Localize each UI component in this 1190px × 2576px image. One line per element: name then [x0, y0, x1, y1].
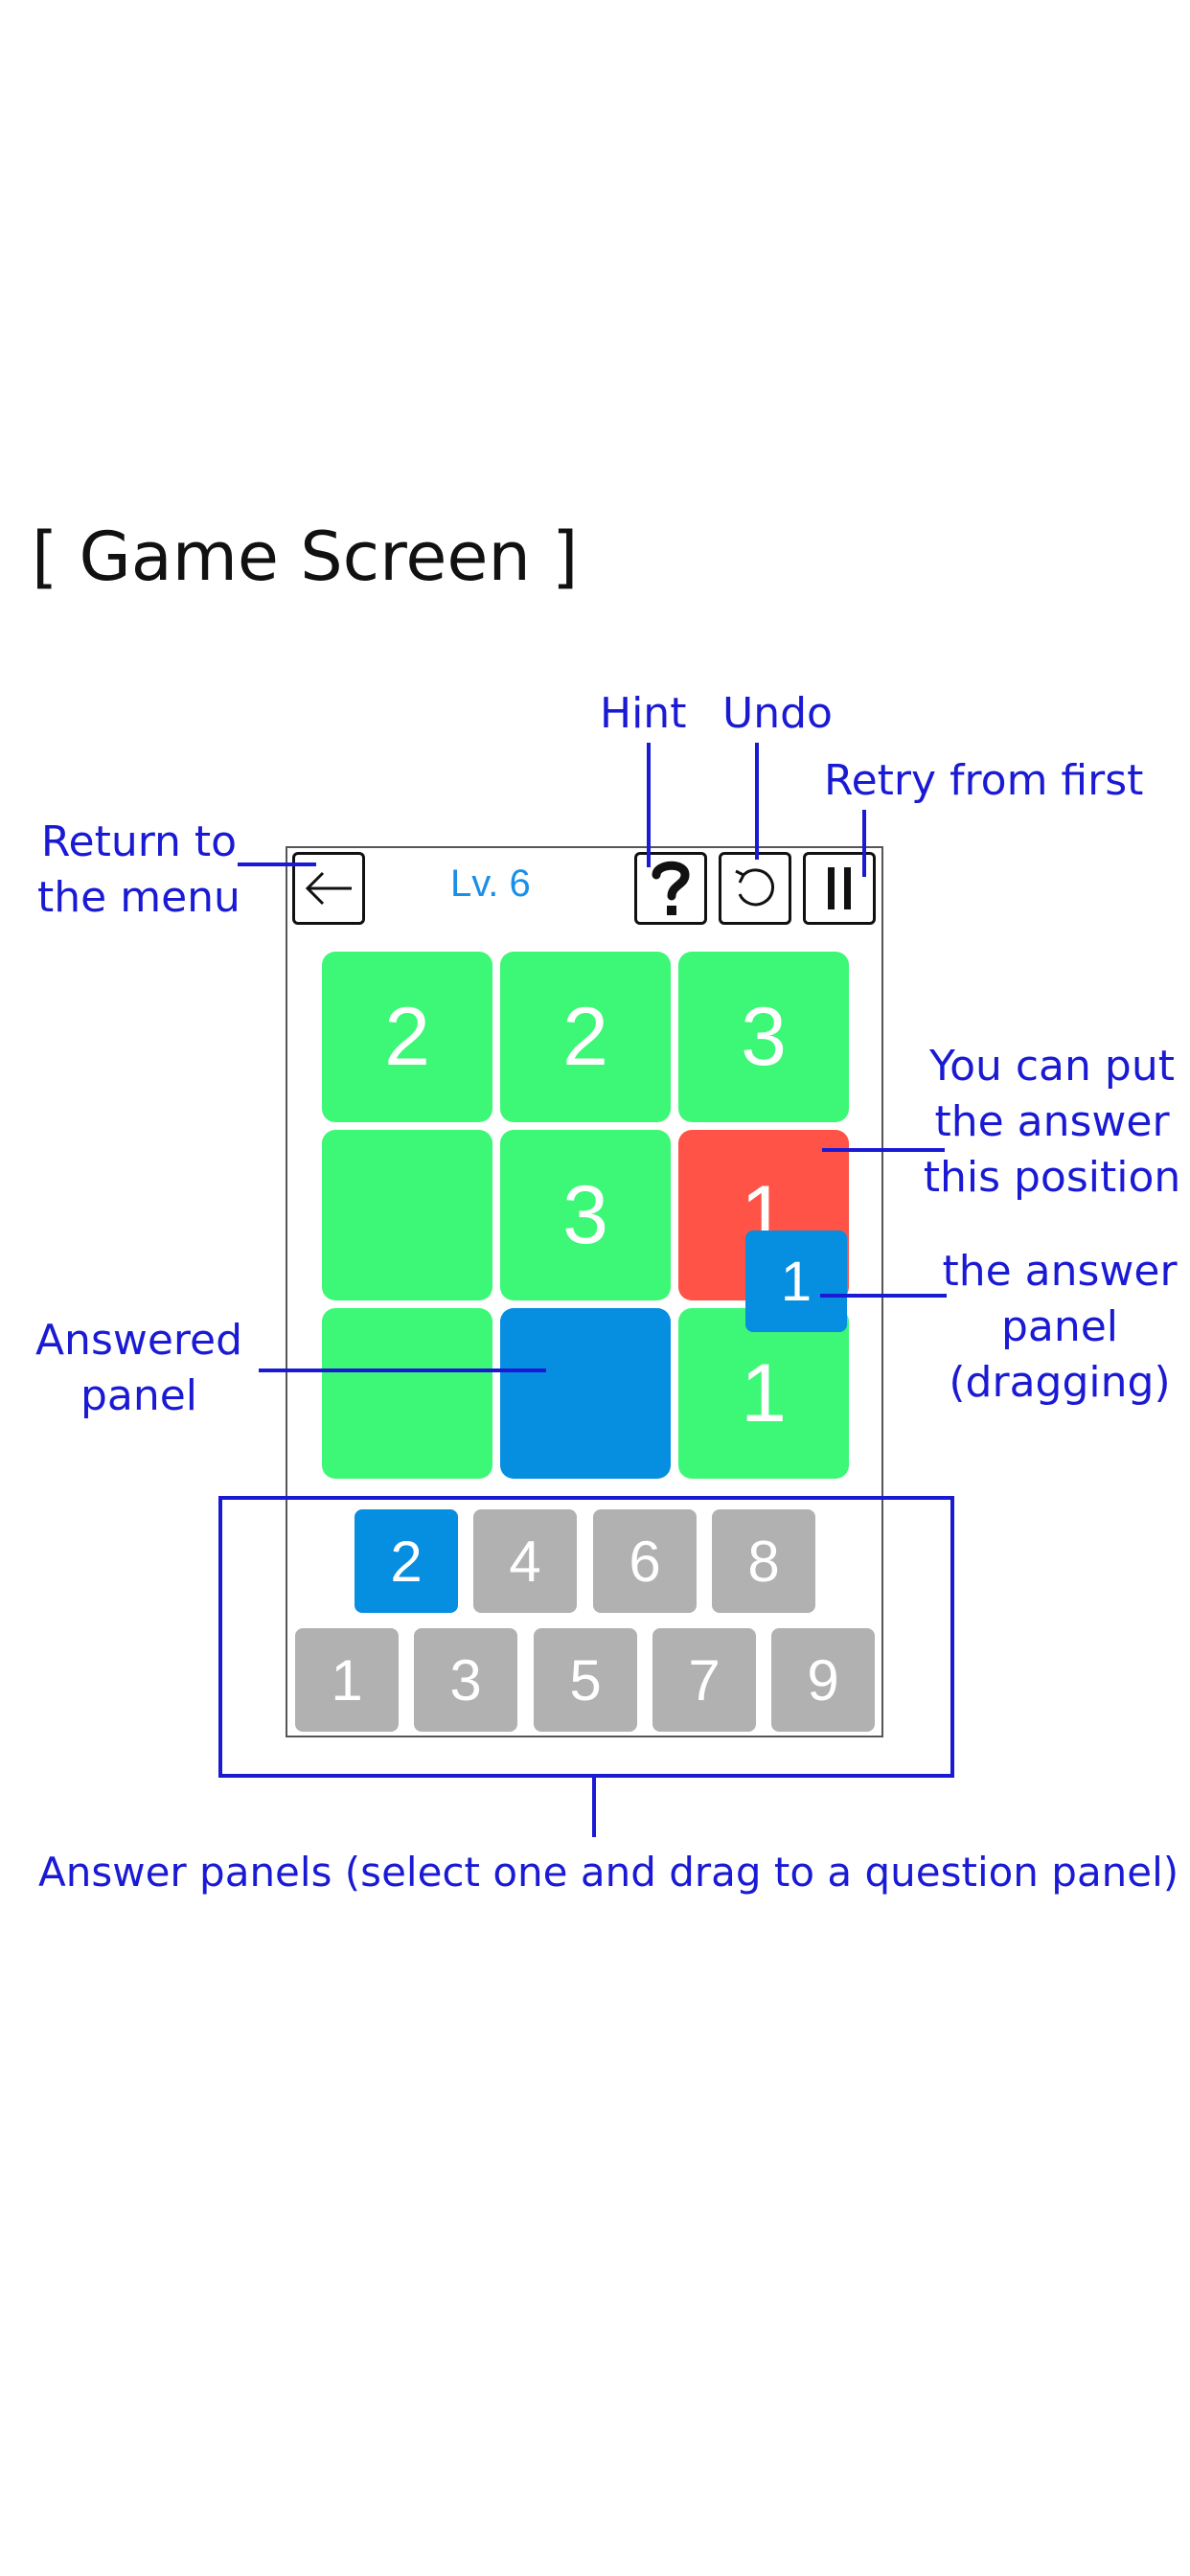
- left-arrow-icon: [305, 871, 352, 906]
- retry-annotation: Retry from first: [824, 756, 1144, 805]
- answered-pointer-line: [259, 1368, 546, 1372]
- hint-pointer-line: [647, 743, 651, 867]
- board-cell[interactable]: 3: [678, 952, 849, 1122]
- return-annotation-line1: Return to: [40, 817, 238, 866]
- board-cell[interactable]: 2: [322, 952, 492, 1122]
- dragging-annotation: the answer panel (dragging): [935, 1244, 1184, 1411]
- level-label: Lv. 6: [450, 862, 531, 905]
- answered-annotation-line1: Answered: [34, 1316, 243, 1365]
- answered-annotation-line2: panel: [80, 1371, 198, 1420]
- board-cell[interactable]: 1: [678, 1308, 849, 1479]
- answer-panels-highlight: [218, 1496, 954, 1778]
- drag-annotation-line3: (dragging): [949, 1358, 1171, 1407]
- drag-pointer-line: [820, 1294, 947, 1298]
- answer-panel[interactable]: 5: [534, 1628, 637, 1732]
- dragging-answer-tile[interactable]: 1: [745, 1230, 847, 1332]
- answer-panel[interactable]: 6: [593, 1509, 697, 1613]
- answers-caption: Answer panels (select one and drag to a …: [38, 1849, 1179, 1896]
- answer-panel[interactable]: 7: [652, 1628, 756, 1732]
- board-cell[interactable]: 2: [500, 952, 671, 1122]
- hint-annotation: Hint: [600, 689, 687, 738]
- page-title: [ Game Screen ]: [32, 518, 579, 596]
- hint-button[interactable]: [634, 852, 707, 925]
- answer-panel[interactable]: 1: [295, 1628, 399, 1732]
- retry-pointer-line: [862, 810, 866, 877]
- question-mark-icon: [652, 861, 690, 915]
- drag-annotation-line1: the answer: [942, 1247, 1178, 1296]
- undo-button[interactable]: [719, 852, 791, 925]
- pause-bars-icon: [828, 867, 851, 909]
- undo-pointer-line: [755, 743, 759, 860]
- answered-annotation: Answered panel: [29, 1313, 249, 1424]
- put-annotation-line2: the answer: [934, 1097, 1170, 1146]
- undo-annotation: Undo: [722, 689, 833, 738]
- board-cell[interactable]: [322, 1308, 492, 1479]
- put-position-annotation: You can put the answer this position: [918, 1039, 1186, 1206]
- board-cell-answered[interactable]: [500, 1308, 671, 1479]
- return-annotation: Return to the menu: [29, 815, 249, 926]
- put-annotation-line3: this position: [923, 1153, 1181, 1202]
- return-annotation-line2: the menu: [37, 873, 240, 922]
- return-pointer-line: [238, 862, 316, 866]
- put-annotation-line1: You can put: [929, 1042, 1175, 1091]
- board-cell[interactable]: 3: [500, 1130, 671, 1300]
- drag-annotation-line2: panel: [1000, 1302, 1119, 1351]
- answer-panel[interactable]: 8: [712, 1509, 815, 1613]
- board-cell[interactable]: [322, 1130, 492, 1300]
- answer-panel[interactable]: 4: [473, 1509, 577, 1613]
- answer-panel[interactable]: 9: [771, 1628, 875, 1732]
- answer-panel[interactable]: 3: [414, 1628, 517, 1732]
- answers-pointer-line: [592, 1778, 596, 1837]
- undo-icon: [735, 868, 775, 907]
- answer-panel[interactable]: 2: [355, 1509, 458, 1613]
- put-pointer-line: [822, 1148, 945, 1152]
